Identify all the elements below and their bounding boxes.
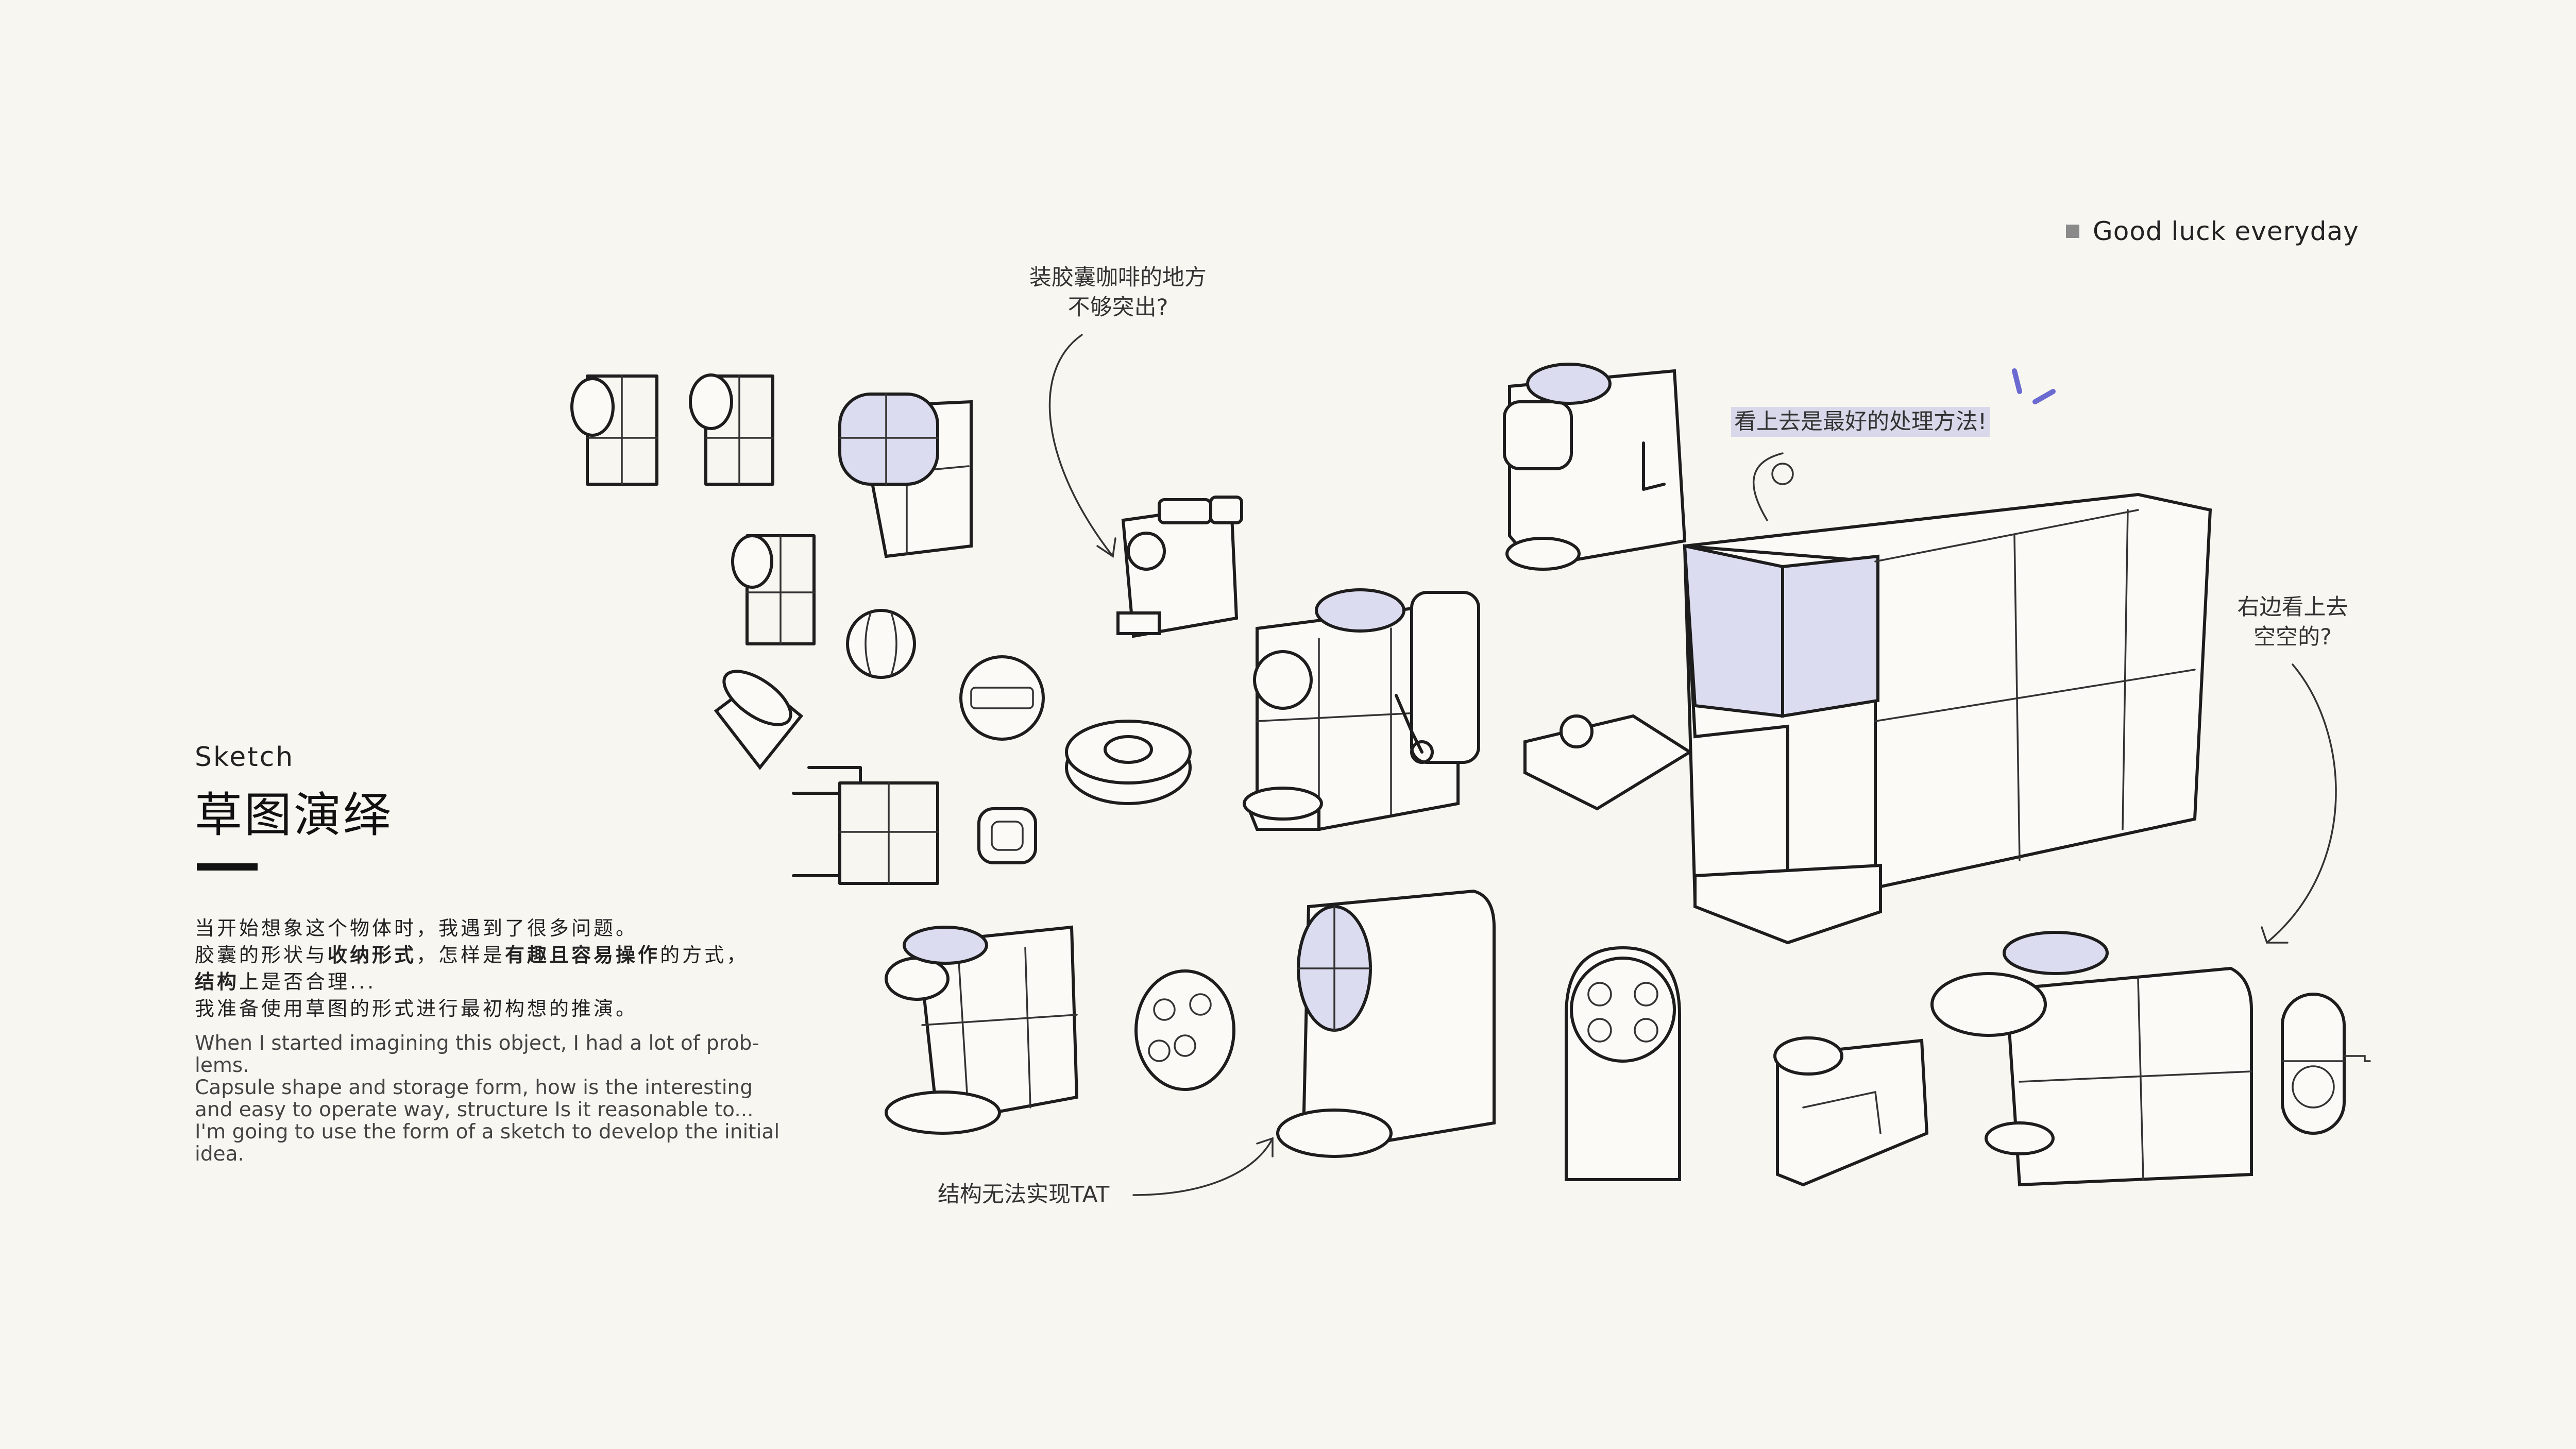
study-cube-purple: [838, 393, 973, 558]
arrow-right-side: [2266, 663, 2337, 944]
section-title-en: Sketch: [195, 742, 295, 773]
study-grid-2: [689, 373, 774, 486]
machine-sketch-light: [1773, 1036, 1929, 1187]
capsule-oval: [846, 609, 916, 679]
machine-crank: [1243, 588, 1480, 831]
tagline-text: Good luck everyday: [2093, 216, 2359, 246]
en-line-3: Capsule shape and storage form, how is t…: [195, 1076, 753, 1099]
annotation-structure: 结构无法实现TAT: [938, 1182, 1110, 1207]
arrow-capsule-note: [1048, 334, 1114, 557]
accent-marks: [2012, 368, 2056, 404]
en-line-4: and easy to operate way, structure Is it…: [195, 1098, 754, 1121]
study-grid-1: [570, 374, 658, 486]
square-bullet-icon: [2066, 225, 2079, 238]
en-line-1: When I started imagining this object, I …: [195, 1032, 759, 1055]
zh-line-4: 我准备使用草图的形式进行最初构想的推演。: [195, 997, 638, 1020]
capsule-ring: [1065, 720, 1192, 805]
capsule-square: [977, 807, 1037, 864]
annotation-capsule: 装胶囊咖啡的地方 不够突出?: [1029, 265, 1207, 320]
annotation-best-method: 看上去是最好的处理方法!: [1731, 407, 1990, 437]
arrow-best-method: [1752, 452, 1784, 521]
en-line-6: idea.: [195, 1143, 244, 1166]
study-tray: [792, 766, 939, 885]
zh-line-3: 结构上是否合理...: [195, 970, 377, 993]
arrow-structure: [1132, 1137, 1274, 1196]
annotation-right-side: 右边看上去 空空的?: [2237, 594, 2348, 650]
description-zh: 当开始想象这个物体时，我遇到了很多问题。 胶囊的形状与收纳形式，怎样是有趣且容易…: [195, 915, 813, 1022]
machine-main: [1683, 492, 2212, 945]
capsule-cylinder: [714, 670, 804, 770]
capsule-revolver: [1134, 969, 1235, 1091]
tagline: Good luck everyday: [2066, 216, 2359, 246]
section-title-zh: 草图演绎: [195, 788, 393, 843]
zh-line-1: 当开始想象这个物体时，我遇到了很多问题。: [195, 917, 638, 940]
study-flat-box: [1523, 714, 1693, 811]
study-pill-side: [2281, 993, 2371, 1135]
study-arch-revolver: [1565, 946, 1681, 1181]
description-en: When I started imagining this object, I …: [195, 1032, 792, 1165]
machine-top-purple: [1503, 363, 1687, 571]
machine-small-boxy: [1116, 496, 1243, 638]
study-grid-3: [731, 534, 816, 645]
capsule-round: [959, 655, 1045, 741]
title-underline: [197, 863, 258, 871]
en-line-2: lems.: [195, 1054, 249, 1077]
machine-bottom-left: [885, 925, 1079, 1135]
machine-rounded: [1276, 889, 1496, 1158]
machine-bottom-right: [1930, 931, 2253, 1187]
en-line-5: I'm going to use the form of a sketch to…: [195, 1120, 780, 1144]
zh-line-2: 胶囊的形状与收纳形式，怎样是有趣且容易操作的方式，: [195, 944, 749, 966]
